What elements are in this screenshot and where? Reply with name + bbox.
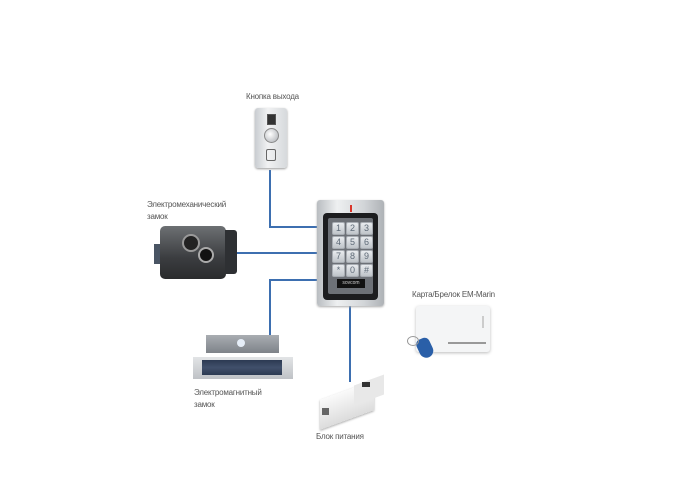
door-icon <box>267 114 276 125</box>
electromech-lock-label-1: Электромеханический <box>147 200 227 209</box>
wire-power-supply <box>349 306 351 382</box>
wire-electromag-lock-h <box>269 279 319 281</box>
wire-electromag-lock <box>269 279 271 335</box>
exit-button-device <box>255 108 287 168</box>
electromag-lock-label-2: замок <box>194 400 215 409</box>
key-0: 0 <box>346 264 359 277</box>
key-5: 5 <box>346 236 359 249</box>
key-3: 3 <box>360 222 373 235</box>
push-button <box>264 128 279 143</box>
key-cylinder <box>182 234 200 252</box>
key-1: 1 <box>332 222 345 235</box>
electromech-lock-label-2: замок <box>147 212 168 221</box>
knob <box>198 247 214 263</box>
wire-electromech-lock <box>236 252 319 254</box>
power-supply-device <box>318 374 386 430</box>
key-2: 2 <box>346 222 359 235</box>
electromech-lock-device <box>154 226 238 279</box>
key-ring <box>407 336 419 346</box>
brand-logo: sovcom <box>337 279 365 288</box>
key-hash: # <box>360 264 373 277</box>
keypad-reader: 1 2 3 4 5 6 7 8 9 * 0 # sovcom <box>317 200 384 306</box>
key-star: * <box>332 264 345 277</box>
electromag-lock-device <box>193 335 293 379</box>
wire-exit-button <box>269 170 271 227</box>
key-6: 6 <box>360 236 373 249</box>
key-4: 4 <box>332 236 345 249</box>
key-7: 7 <box>332 250 345 263</box>
wire-exit-button-h <box>269 226 319 228</box>
key-9: 9 <box>360 250 373 263</box>
exit-button-label: Кнопка выхода <box>246 92 299 101</box>
card-fob-label: Карта/Брелок EM-Marin <box>412 290 495 299</box>
hand-icon <box>266 149 276 161</box>
indicator-led <box>350 205 352 212</box>
key-8: 8 <box>346 250 359 263</box>
power-supply-label: Блок питания <box>316 432 364 441</box>
electromag-lock-label-1: Электромагнитный <box>194 388 262 397</box>
